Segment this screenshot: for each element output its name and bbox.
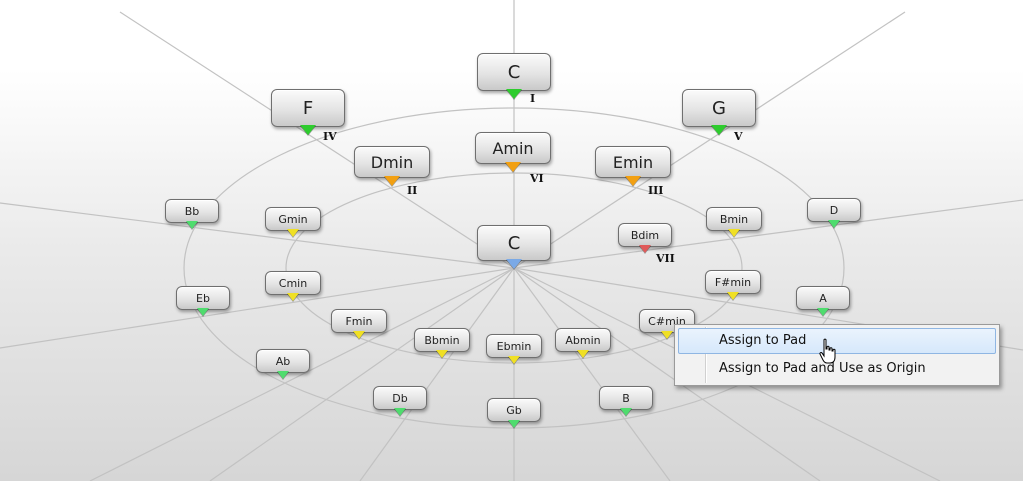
roman-numeral: I bbox=[530, 92, 536, 105]
grid-spoke bbox=[209, 267, 515, 481]
chord-indicator-icon bbox=[353, 331, 365, 339]
chord-indicator-icon bbox=[661, 331, 673, 339]
chord-bb[interactable]: Bb bbox=[165, 199, 219, 229]
chord-label: G bbox=[712, 97, 726, 119]
chord-label: B bbox=[622, 391, 630, 405]
chord-gmin[interactable]: Gmin bbox=[265, 207, 321, 237]
chord-label: Bdim bbox=[630, 228, 660, 242]
chord-a[interactable]: A bbox=[796, 286, 850, 316]
chord-label: Gb bbox=[506, 403, 522, 417]
chord-label: Eb bbox=[196, 291, 210, 305]
roman-numeral: VI bbox=[530, 172, 544, 185]
chord-label: Ebmin bbox=[496, 339, 532, 353]
chord-fmin[interactable]: Fmin bbox=[331, 309, 387, 339]
chord-b[interactable]: B bbox=[599, 386, 653, 416]
grid-spoke bbox=[513, 11, 906, 269]
chord-label: A bbox=[819, 291, 827, 305]
chord-indicator-icon bbox=[394, 408, 406, 416]
chord-label: Cmin bbox=[278, 276, 308, 290]
chord-indicator-icon bbox=[287, 229, 299, 237]
grid-spoke bbox=[513, 199, 1023, 269]
chord-indicator-icon bbox=[197, 308, 209, 316]
chord-d[interactable]: D bbox=[807, 198, 861, 228]
chord-label: Bbmin bbox=[424, 333, 460, 347]
chord-label: F bbox=[302, 97, 314, 119]
chord-f-sharp-min[interactable]: F#min bbox=[705, 270, 761, 300]
chord-f[interactable]: F bbox=[271, 89, 345, 135]
chord-indicator-icon bbox=[300, 125, 316, 135]
menu-item-label: Assign to Pad and Use as Origin bbox=[719, 361, 926, 376]
hand-cursor-icon bbox=[819, 338, 836, 364]
chord-label: F#min bbox=[714, 275, 752, 289]
chord-indicator-icon bbox=[277, 371, 289, 379]
chord-indicator-icon bbox=[728, 229, 740, 237]
chord-dmin[interactable]: Dmin bbox=[354, 146, 430, 186]
grid-spoke bbox=[513, 267, 671, 481]
chord-indicator-icon bbox=[508, 420, 520, 428]
chord-bmin[interactable]: Bmin bbox=[706, 207, 762, 237]
chord-eb[interactable]: Eb bbox=[176, 286, 230, 316]
chord-label: Bmin bbox=[719, 212, 749, 226]
chord-indicator-icon bbox=[711, 125, 727, 135]
chord-label: Ab bbox=[275, 354, 291, 368]
chord-abmin[interactable]: Abmin bbox=[555, 328, 611, 358]
chord-cmin[interactable]: Cmin bbox=[265, 271, 321, 301]
menu-item-assign-to-pad[interactable]: Assign to Pad bbox=[678, 328, 996, 354]
chord-label: C bbox=[507, 232, 521, 254]
chord-label: Amin bbox=[492, 138, 534, 158]
menu-item-label: Assign to Pad bbox=[719, 333, 807, 348]
chord-g[interactable]: G bbox=[682, 89, 756, 135]
grid-ring-outer bbox=[183, 107, 845, 429]
grid-spoke bbox=[89, 267, 515, 481]
chord-indicator-icon bbox=[828, 220, 840, 228]
chord-indicator-icon bbox=[577, 350, 589, 358]
grid-spoke bbox=[513, 267, 821, 481]
chord-db[interactable]: Db bbox=[373, 386, 427, 416]
chord-indicator-icon bbox=[186, 221, 198, 229]
roman-numeral: V bbox=[734, 130, 743, 143]
chord-c-tonic[interactable]: C bbox=[477, 53, 551, 99]
roman-numeral: III bbox=[648, 184, 664, 197]
chord-label: D bbox=[829, 203, 839, 217]
chord-indicator-icon bbox=[436, 350, 448, 358]
chord-label: C bbox=[507, 61, 521, 83]
chord-label: Gmin bbox=[278, 212, 308, 226]
chord-indicator-icon bbox=[625, 176, 641, 186]
chord-indicator-icon bbox=[287, 293, 299, 301]
grid-spoke bbox=[359, 267, 515, 481]
chord-label: Fmin bbox=[345, 314, 373, 328]
context-menu: Assign to Pad Assign to Pad and Use as O… bbox=[674, 324, 1000, 386]
chord-emin[interactable]: Emin bbox=[595, 146, 671, 186]
roman-numeral: II bbox=[407, 184, 418, 197]
chord-label: Abmin bbox=[565, 333, 601, 347]
chord-indicator-icon bbox=[727, 292, 739, 300]
chord-indicator-icon bbox=[506, 89, 522, 99]
chord-indicator-icon bbox=[639, 245, 651, 253]
chord-label: Db bbox=[392, 391, 408, 405]
chord-bdim[interactable]: Bdim bbox=[618, 223, 672, 253]
chord-indicator-icon bbox=[384, 176, 400, 186]
chord-ab[interactable]: Ab bbox=[256, 349, 310, 379]
chord-ebmin[interactable]: Ebmin bbox=[486, 334, 542, 364]
chord-amin[interactable]: Amin bbox=[475, 132, 551, 172]
chord-gb[interactable]: Gb bbox=[487, 398, 541, 428]
roman-numeral: IV bbox=[323, 130, 337, 143]
chord-bbmin[interactable]: Bbmin bbox=[414, 328, 470, 358]
chord-label: Dmin bbox=[370, 152, 414, 172]
menu-item-assign-to-pad-and-use-as-origin[interactable]: Assign to Pad and Use as Origin bbox=[678, 356, 996, 382]
chord-label: Emin bbox=[612, 152, 654, 172]
chord-c-origin[interactable]: C bbox=[477, 225, 551, 269]
chord-indicator-icon bbox=[620, 408, 632, 416]
roman-numeral: VII bbox=[656, 252, 675, 265]
grid-spoke bbox=[0, 267, 515, 349]
chord-indicator-icon bbox=[508, 356, 520, 364]
chord-indicator-icon bbox=[817, 308, 829, 316]
chord-label: Bb bbox=[184, 204, 200, 218]
origin-indicator-icon bbox=[506, 259, 522, 269]
grid-spoke bbox=[0, 202, 515, 269]
chord-indicator-icon bbox=[505, 162, 521, 172]
